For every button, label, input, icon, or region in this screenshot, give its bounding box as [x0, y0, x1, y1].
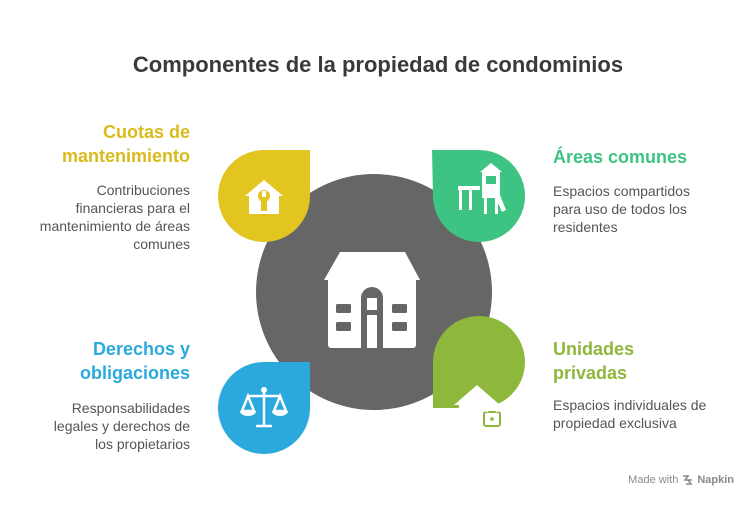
page-title: Componentes de la propiedad de condomini…: [132, 52, 624, 77]
footer-prefix: Made with: [628, 474, 679, 486]
footer-brand: Napkin: [697, 474, 734, 486]
derechos-heading: Derechos y obligaciones: [79, 339, 190, 383]
house-wrench-icon: [245, 180, 283, 214]
derechos-description: Responsabilidades legales y derechos de …: [53, 400, 190, 452]
areas-heading: Áreas comunes: [553, 147, 688, 167]
leaf-areas: [432, 150, 525, 242]
playground-icon: [458, 163, 506, 214]
leaf-unidades: [433, 316, 525, 408]
building-icon: [324, 252, 420, 348]
footer: Made with Napkin: [628, 474, 734, 486]
unidades-heading: Unidades privadas: [553, 339, 635, 383]
unidades-description: Espacios individuales de propiedad exclu…: [553, 397, 707, 431]
scales-icon: [240, 390, 288, 428]
napkin-logo-icon: [683, 475, 693, 485]
cuotas-description: Contribuciones financieras para el mante…: [39, 182, 190, 252]
cuotas-heading: Cuotas de mantenimiento: [61, 122, 190, 166]
areas-description: Espacios compartidos para uso de todos l…: [553, 183, 690, 235]
house-lock-icon: [454, 385, 501, 430]
